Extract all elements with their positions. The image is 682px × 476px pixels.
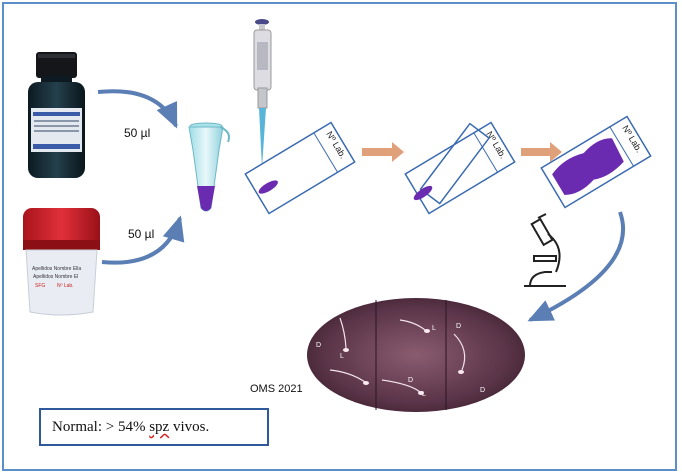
sperm-label-6: L — [422, 391, 426, 398]
jar-label-code2: Nº Lab. — [57, 283, 74, 289]
result-suffix: vivos. — [169, 419, 210, 435]
eppendorf-tube — [188, 122, 230, 212]
sperm-label-7: D — [480, 387, 485, 394]
jar-label-line2: Apellidos Nombre El — [33, 274, 78, 280]
micrograph: D L L D D L D — [307, 298, 525, 412]
reference-label: OMS 2021 — [250, 383, 303, 395]
curve-arrow-micrograph — [527, 211, 626, 322]
pipette — [253, 19, 272, 168]
diagram-frame — [2, 2, 677, 471]
microscope-icon — [524, 213, 566, 287]
stain-bottle — [28, 52, 85, 178]
result-box: Normal: > 54% spz vivos. — [39, 408, 269, 446]
jar-label-line1: Apellidos Nombre Ella — [32, 266, 81, 272]
sperm-label-2: L — [340, 353, 344, 360]
sperm-label-3: L — [432, 325, 436, 332]
result-prefix: Normal: > 54% — [52, 419, 150, 435]
slide-3: Nº Lab. — [540, 115, 652, 209]
arrow-step-1 — [362, 142, 404, 162]
sperm-label-1: D — [316, 342, 321, 349]
curve-arrow-stain — [97, 89, 178, 129]
curve-arrow-sample — [101, 215, 185, 265]
sample-volume: 50 µl — [128, 227, 155, 241]
sample-container: Apellidos Nombre Ella Apellidos Nombre E… — [23, 208, 100, 316]
sperm-label-5: D — [408, 377, 413, 384]
result-spz: spz — [149, 419, 170, 435]
slide-2: Nº Lab. — [404, 121, 516, 215]
stain-volume: 50 µl — [124, 126, 151, 140]
jar-label-code1: SFG — [35, 283, 45, 289]
arrow-step-2 — [521, 142, 562, 162]
sperm-label-4: D — [456, 323, 461, 330]
